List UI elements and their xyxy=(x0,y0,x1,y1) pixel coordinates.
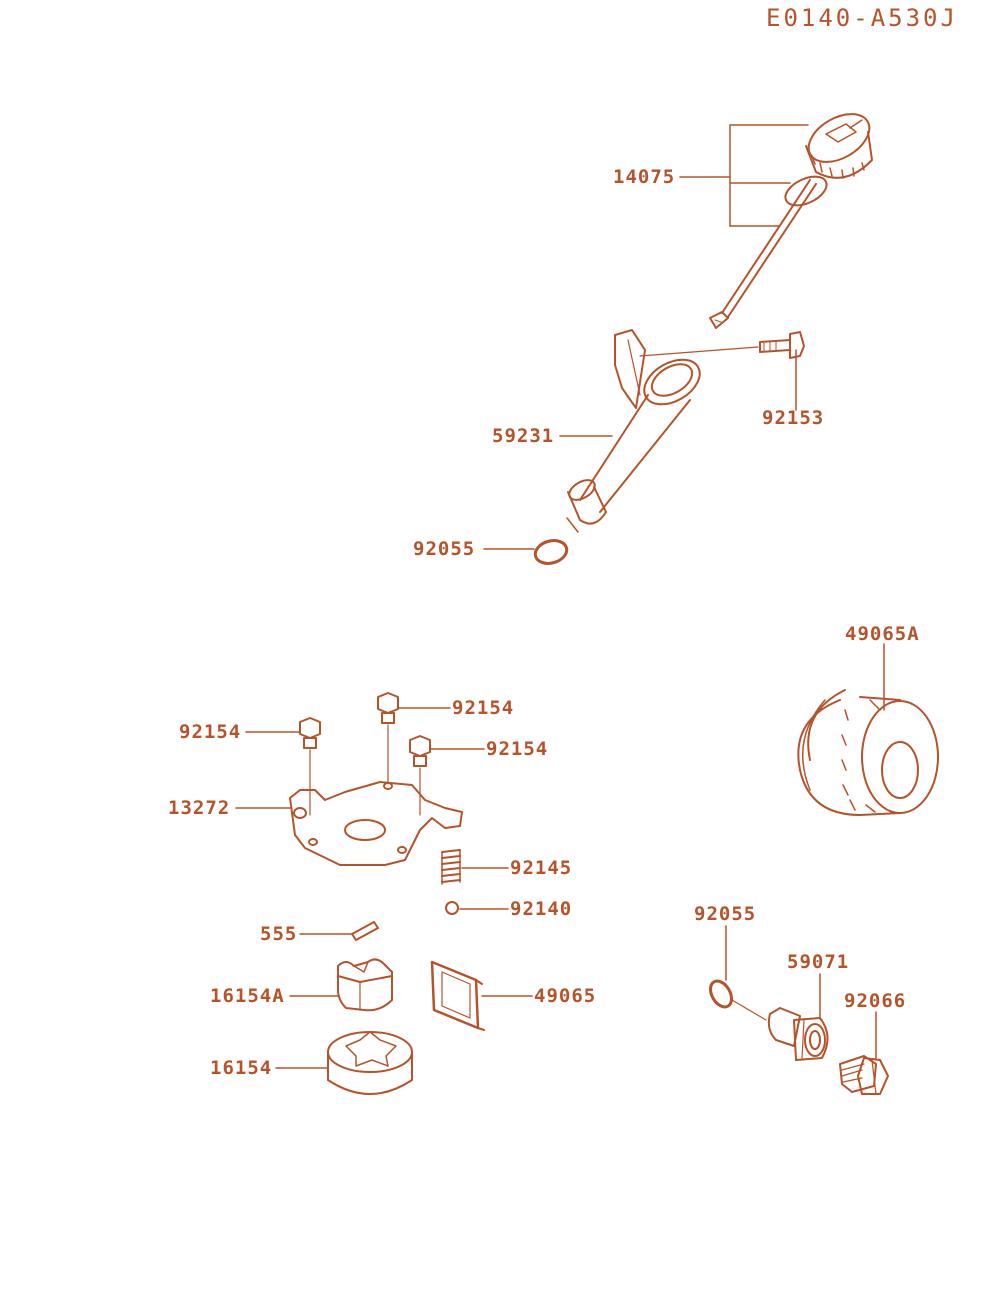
dipstick-part xyxy=(709,113,873,329)
label-49065: 49065 xyxy=(534,985,597,1007)
relief-plate-part xyxy=(289,781,463,866)
label-92154-a: 92154 xyxy=(179,721,242,743)
label-49065A: 49065A xyxy=(845,623,920,645)
label-92153: 92153 xyxy=(762,407,825,429)
bolt-92154-c-part xyxy=(409,735,431,816)
spring-92145-part xyxy=(441,849,461,885)
label-92140: 92140 xyxy=(510,898,573,920)
label-92145: 92145 xyxy=(510,857,573,879)
label-92066: 92066 xyxy=(844,990,907,1012)
bolt-92154-a-part xyxy=(299,717,321,816)
filler-tube-part xyxy=(566,329,701,533)
label-16154: 16154 xyxy=(210,1057,273,1079)
label-14075: 14075 xyxy=(613,166,676,188)
label-13272: 13272 xyxy=(168,797,231,819)
bolt-92153-part xyxy=(639,331,805,411)
fitting-59071-part xyxy=(767,1007,829,1061)
label-92055-top: 92055 xyxy=(413,538,476,560)
plug-92066-part xyxy=(839,1055,889,1095)
label-59071: 59071 xyxy=(787,951,850,973)
screen-49065-part xyxy=(430,960,485,1031)
label-92154-c: 92154 xyxy=(486,738,549,760)
leader-14075 xyxy=(679,124,809,227)
oil-filter-part xyxy=(797,689,939,816)
diagram-code: E0140-A530J xyxy=(766,4,958,32)
o-ring-92055-bottom-part xyxy=(709,979,733,1009)
ball-92140-part xyxy=(445,901,459,915)
bolt-92154-b-part xyxy=(377,692,399,783)
label-92154-b: 92154 xyxy=(452,697,515,719)
outer-rotor-part xyxy=(327,1031,413,1095)
o-ring-92055-top-part xyxy=(533,539,569,565)
inner-rotor-part xyxy=(337,958,393,1012)
label-16154A: 16154A xyxy=(210,985,285,1007)
label-555: 555 xyxy=(260,923,298,945)
label-92055-bottom: 92055 xyxy=(694,903,757,925)
label-59231: 59231 xyxy=(492,425,555,447)
pin-555-part xyxy=(351,921,379,941)
